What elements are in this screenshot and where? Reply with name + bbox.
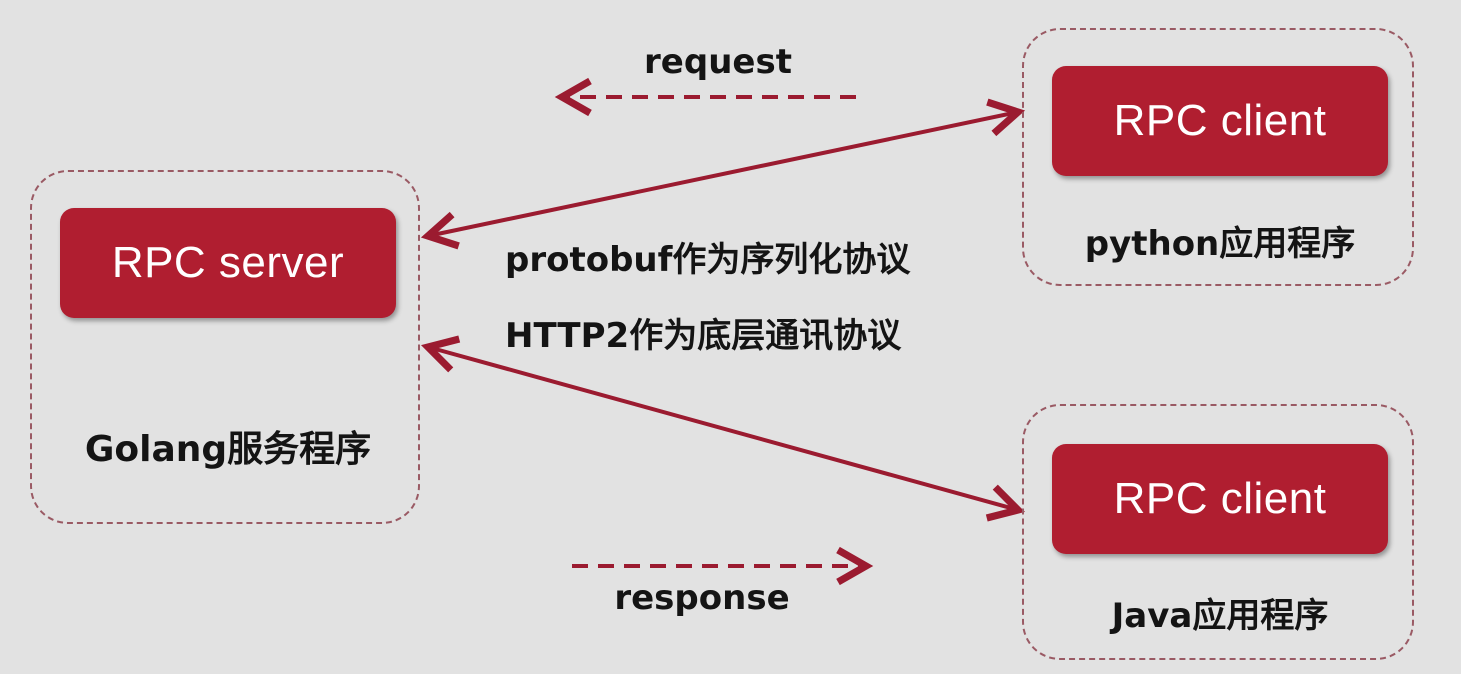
rpc-client-java-node: RPC client — [1052, 444, 1388, 554]
client-python-group — [1022, 28, 1414, 286]
server-java-connector — [421, 335, 1025, 522]
server-caption: Golang服务程序 — [84, 429, 372, 470]
serialization-protocol-label: protobuf作为序列化协议 — [505, 240, 911, 280]
client-java-caption: Java应用程序 — [1111, 596, 1329, 636]
rpc-client-python-node: RPC client — [1052, 66, 1388, 176]
client-python-caption: python应用程序 — [1084, 224, 1356, 264]
server-group — [30, 170, 420, 524]
response-label: response — [614, 578, 790, 618]
rpc-server-node: RPC server — [60, 208, 396, 318]
request-label: request — [644, 42, 792, 82]
client-java-group — [1022, 404, 1414, 660]
server-python-connector — [420, 98, 1026, 250]
transport-protocol-label: HTTP2作为底层通讯协议 — [505, 316, 902, 356]
